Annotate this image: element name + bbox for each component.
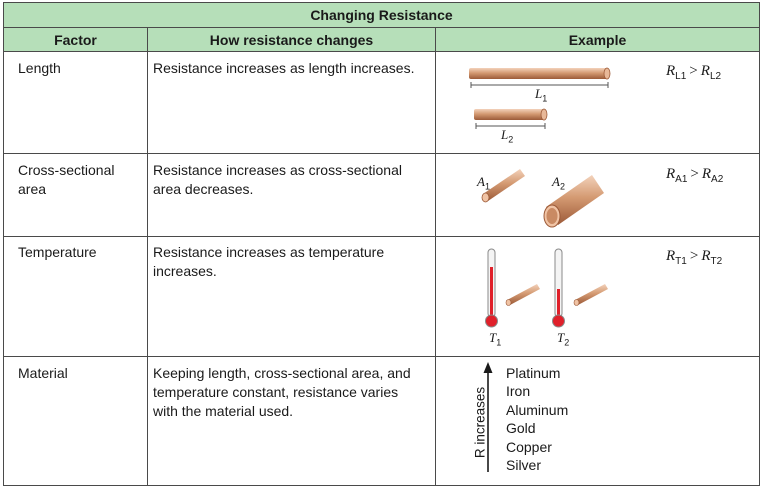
copper-rod-icon: [474, 108, 548, 121]
label-l2: L2: [501, 127, 514, 145]
factor-temperature: Temperature: [18, 244, 97, 260]
axis-label-wrap: R increases: [460, 387, 496, 458]
temperature-illustration: [485, 248, 608, 328]
header-how: How resistance changes: [148, 28, 435, 52]
list-item: Aluminum: [506, 401, 569, 418]
label-a1: A1: [477, 174, 490, 192]
header-example: Example: [436, 28, 759, 52]
factor-length: Length: [18, 60, 61, 76]
material-list: Platinum Iron Aluminum Gold Copper Silve…: [506, 364, 568, 474]
header-factor: Factor: [4, 28, 147, 52]
list-item: Copper: [506, 438, 552, 455]
change-length: Resistance increases as length increases…: [153, 60, 415, 76]
factor-area: Cross-sectional area: [18, 162, 115, 197]
relation-area: RA1>RA2: [666, 166, 724, 185]
list-item: Iron: [506, 383, 531, 400]
list-item: Silver: [506, 457, 542, 474]
axis-label: R increases: [472, 386, 488, 459]
relation-length: RL1>RL2: [666, 63, 722, 82]
list-item: Platinum: [506, 365, 561, 381]
label-l1: L1: [535, 86, 548, 104]
copper-rod-icon: [481, 169, 525, 203]
thermometer-icon: [485, 248, 498, 328]
change-area: Resistance increases as cross-sectional …: [153, 162, 402, 197]
change-material: Keeping length, cross-sectional area, an…: [153, 365, 411, 419]
area-illustration: [481, 169, 604, 228]
copper-rod-icon: [543, 175, 604, 228]
resistance-table: Changing Resistance Factor How resistanc…: [3, 2, 760, 486]
length-illustration: [469, 67, 611, 129]
table-title: Changing Resistance: [4, 3, 759, 28]
label-t1: T1: [489, 330, 502, 348]
copper-rod-icon: [573, 284, 608, 306]
factor-material: Material: [18, 365, 68, 381]
row-divider: [4, 236, 759, 237]
change-temperature: Resistance increases as temperature incr…: [153, 244, 385, 279]
column-divider: [147, 28, 148, 485]
thermometer-icon: [552, 248, 565, 328]
relation-temperature: RT1>RT2: [666, 248, 723, 267]
column-divider: [435, 28, 436, 485]
row-divider: [4, 356, 759, 357]
up-arrow-icon: [483, 362, 493, 472]
list-item: Gold: [506, 420, 536, 437]
row-divider: [4, 153, 759, 154]
label-a2: A2: [552, 174, 565, 192]
copper-rod-icon: [469, 67, 611, 80]
label-t2: T2: [557, 330, 570, 348]
copper-rod-icon: [505, 284, 540, 306]
